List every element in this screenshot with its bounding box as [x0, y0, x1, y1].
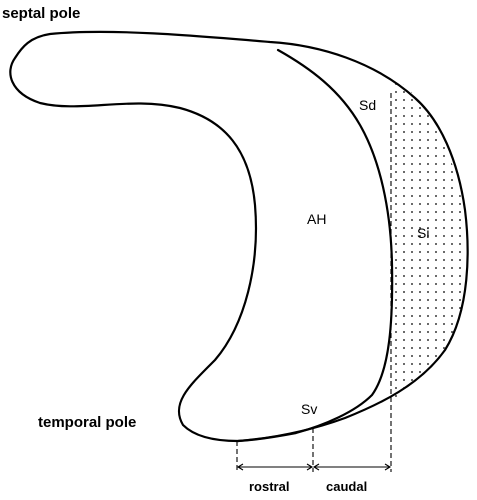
outer-outline	[9, 30, 469, 443]
region-si-label: Si	[417, 225, 429, 241]
caudal-axis-label: caudal	[326, 479, 367, 494]
rostral-extent-arrow	[236, 463, 314, 471]
temporal-pole-label: temporal pole	[38, 414, 136, 431]
region-sv-label: Sv	[301, 401, 317, 417]
region-sd-label: Sd	[359, 97, 376, 113]
si-stippled-region	[391, 75, 467, 401]
rostral-axis-label: rostral	[249, 479, 289, 494]
caudal-extent-arrow	[312, 463, 392, 471]
region-ah-label: AH	[307, 211, 326, 227]
septal-pole-label: septal pole	[2, 5, 80, 22]
ah-boundary	[236, 48, 394, 443]
